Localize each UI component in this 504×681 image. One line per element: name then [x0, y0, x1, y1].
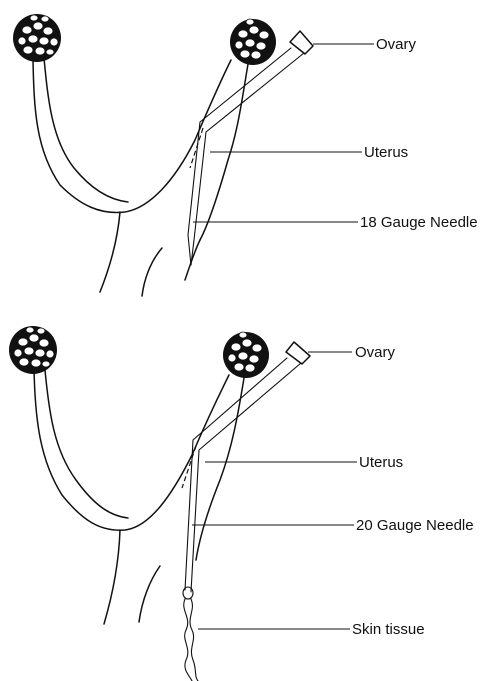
bottom-syringe-hub [286, 342, 310, 364]
top-figure: Ovary Uterus 18 Gauge Needle [13, 14, 478, 296]
top-needle-tip [188, 235, 194, 265]
top-ovary-label: Ovary [376, 36, 417, 53]
top-horn-upper [185, 240, 200, 280]
top-needle-shaft-2 [194, 53, 304, 240]
bottom-needle-shaft [185, 358, 287, 590]
bottom-ovary-label: Ovary [355, 344, 396, 361]
bottom-ovary-left-icon [9, 326, 57, 374]
bottom-uterine-horn-right [196, 378, 244, 560]
top-uterine-body-left [100, 212, 120, 292]
bottom-uterine-horn-outer-left [45, 370, 128, 518]
top-syringe-hub [290, 31, 313, 54]
bottom-uterus-label: Uterus [359, 454, 403, 471]
bottom-needle-shaft-2 [191, 363, 301, 592]
top-ovary-left-icon [13, 14, 61, 62]
top-needle-label: 18 Gauge Needle [360, 214, 478, 231]
bottom-tissue-knob [183, 587, 193, 599]
bottom-skin-tissue-2 [190, 599, 198, 681]
top-uterus-label: Uterus [364, 144, 408, 161]
bottom-figure: Ovary Uterus 20 Gauge Needle Skin tissue [9, 326, 474, 681]
bottom-tissue-label: Skin tissue [352, 621, 425, 638]
bottom-uterine-body-right [139, 566, 160, 622]
bottom-needle-label: 20 Gauge Needle [356, 517, 474, 534]
bottom-skin-tissue [184, 599, 192, 681]
top-needle-dashed [190, 128, 203, 168]
bottom-ovary-right-icon [223, 332, 269, 378]
top-ovary-right-icon [230, 19, 276, 65]
bottom-uterine-body-left [104, 530, 120, 624]
top-uterine-body-right [142, 248, 162, 296]
top-uterine-horn-left [33, 60, 231, 213]
